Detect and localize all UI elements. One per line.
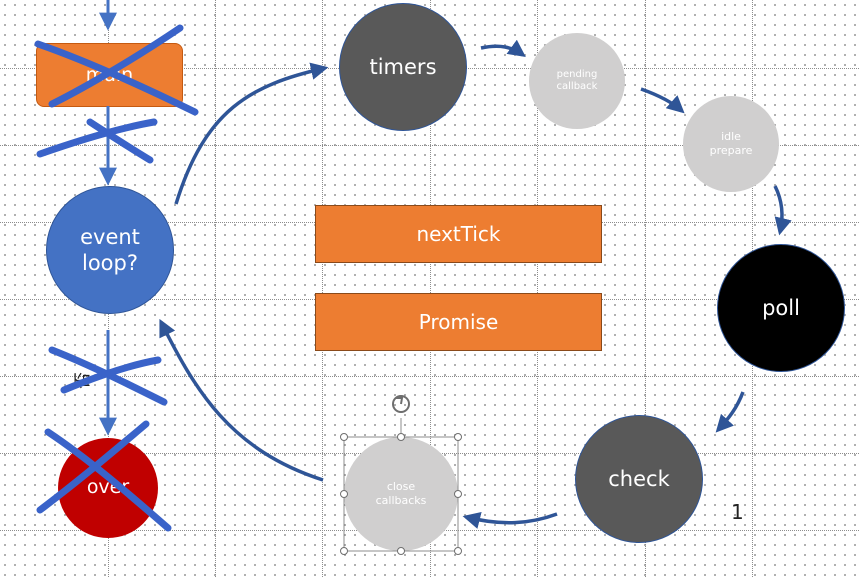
timers-to-pending-arrow: [480, 39, 526, 58]
resize-handle[interactable]: [340, 547, 348, 555]
strike-mark: [36, 118, 158, 158]
guide-line: [0, 145, 859, 146]
close-to-loop-arrow: [159, 318, 324, 482]
selection-frame: [343, 436, 459, 552]
close-callbacks-node[interactable]: close callbacks: [344, 437, 458, 551]
promise-label: Promise: [418, 310, 499, 334]
strike-mark: [34, 40, 199, 116]
idle-prepare-node[interactable]: idle prepare: [683, 96, 779, 192]
guide-line: [0, 376, 859, 377]
close-callbacks-label: close callbacks: [375, 480, 427, 507]
check-to-close-arrow: [462, 511, 558, 529]
resize-handle[interactable]: [397, 547, 405, 555]
resize-handle[interactable]: [340, 433, 348, 441]
idle-prepare-label: idle prepare: [709, 130, 753, 157]
event-loop-label: event loop?: [80, 224, 140, 275]
strike-mark: [36, 420, 150, 514]
strike-mark: [86, 118, 154, 164]
check-node[interactable]: check: [575, 415, 703, 543]
strike-mark: [60, 356, 162, 394]
guide-line: [215, 0, 216, 577]
corner-mark: 1: [731, 500, 744, 524]
poll-node[interactable]: poll: [717, 244, 845, 372]
poll-to-check-arrow: [715, 391, 745, 433]
guide-line: [430, 0, 431, 577]
idle-to-poll-arrow: [773, 185, 792, 236]
pending-callback-label: pending callback: [556, 68, 598, 93]
pending-callback-node[interactable]: pending callback: [529, 33, 625, 129]
resize-handle[interactable]: [340, 490, 348, 498]
event-loop-node[interactable]: event loop?: [46, 186, 174, 314]
strike-mark: [48, 24, 184, 108]
guide-line: [645, 0, 646, 577]
promise-box[interactable]: Promise: [315, 293, 602, 351]
rotate-handle-icon: [392, 395, 410, 413]
resize-handle[interactable]: [397, 433, 405, 441]
timers-node[interactable]: timers: [339, 3, 467, 131]
next-tick-box[interactable]: nextTick: [315, 205, 602, 263]
strike-mark: [44, 428, 172, 532]
pending-to-idle-arrow: [640, 87, 685, 114]
next-tick-label: nextTick: [416, 222, 501, 246]
resize-handle[interactable]: [454, 547, 462, 555]
resize-handle[interactable]: [454, 490, 462, 498]
check-label: check: [608, 466, 670, 491]
loop-to-timers-arrow: [174, 62, 329, 205]
guide-line: [322, 0, 323, 577]
poll-label: poll: [762, 295, 800, 320]
timers-label: timers: [369, 54, 437, 79]
resize-handle[interactable]: [454, 433, 462, 441]
guide-line: [537, 0, 538, 577]
